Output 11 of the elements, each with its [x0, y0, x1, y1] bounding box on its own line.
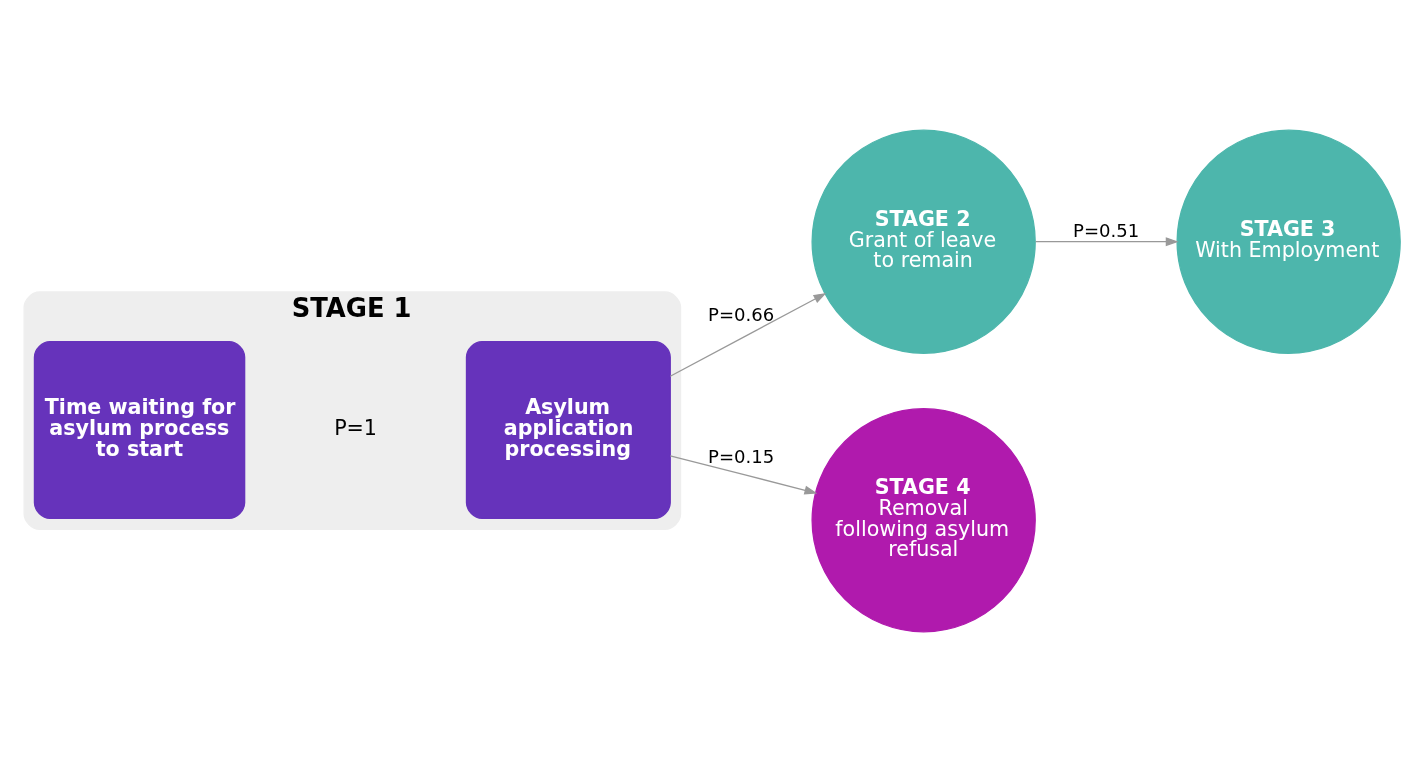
node-box: Asylum application processing — [465, 341, 671, 519]
node-circle: STAGE 3 With Employment — [1176, 129, 1401, 354]
edge-label: P=0.51 — [1073, 219, 1140, 241]
arrow — [1035, 237, 1179, 247]
node-circle: STAGE 4 Removal following asylum refusal — [811, 408, 1036, 633]
edge-label: P=0.15 — [708, 445, 775, 467]
arrow — [669, 292, 827, 377]
arrow — [669, 455, 818, 495]
edge-label: P=0.66 — [708, 303, 775, 325]
label: P=1 — [334, 415, 377, 440]
node-box: Time waiting for asylum process to start — [33, 341, 246, 519]
